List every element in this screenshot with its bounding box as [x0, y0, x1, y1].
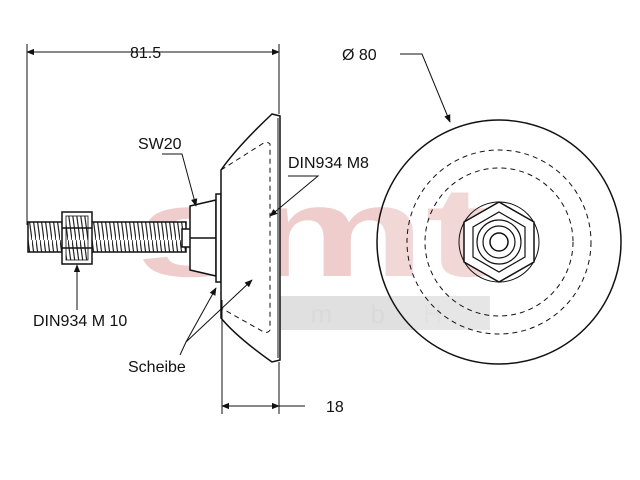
leader-washer-2: [185, 279, 253, 343]
label-nut-m10: DIN934 M 10: [33, 313, 127, 330]
side-view: [27, 113, 281, 363]
dim-depth: 18: [326, 399, 344, 416]
dim-diameter: Ø 80: [342, 47, 377, 64]
dimension-lines: [26, 44, 451, 414]
dim-overall-length: 81.5: [130, 45, 161, 62]
leader-diameter: [400, 53, 451, 123]
front-view: [376, 119, 622, 365]
foot-body: [220, 113, 281, 363]
label-nut-m8: DIN934 M8: [288, 155, 369, 172]
label-washer: Scheibe: [128, 359, 186, 376]
watermark-bar: [240, 296, 490, 330]
label-wrench-size: SW20: [138, 136, 182, 153]
leader-sw20: [162, 153, 198, 207]
bolt-hole: [489, 232, 509, 252]
leader-m8: [269, 175, 320, 217]
bolt-thread: [27, 221, 187, 253]
